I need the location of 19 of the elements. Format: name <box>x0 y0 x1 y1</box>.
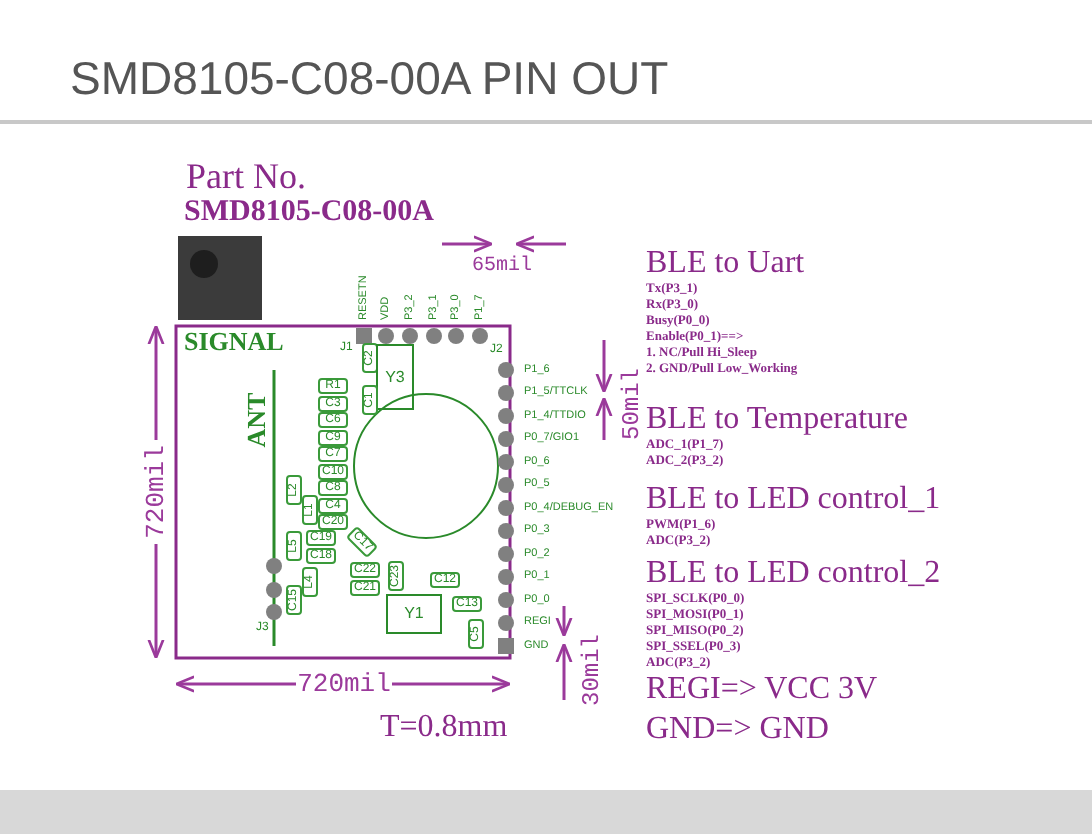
dimension-label: 720mil <box>143 445 169 539</box>
section-heading: REGI=> VCC 3V <box>646 674 878 706</box>
part-number: SMD8105-C08-00A <box>184 198 434 228</box>
section-heading: BLE to Temperature <box>646 404 908 436</box>
section-heading: T=0.8mm <box>380 712 508 744</box>
part-label: Part No. <box>186 158 306 194</box>
section-heading: BLE to Uart <box>646 248 805 280</box>
section-heading: BLE to LED control_1 <box>646 484 941 516</box>
crystal-designator: Y3 <box>376 344 414 410</box>
board-label: ANT <box>243 392 269 448</box>
board-label: SIGNAL <box>184 328 284 354</box>
dimension-label: 720mil <box>297 671 391 697</box>
dimension-label: 50mil <box>620 368 644 440</box>
crystal-designator: Y1 <box>386 594 442 634</box>
section-heading: BLE to LED control_2 <box>646 558 941 590</box>
dimension-label: 30mil <box>580 634 604 706</box>
section-heading: GND=> GND <box>646 714 829 746</box>
dimension-label: 65mil <box>472 258 533 278</box>
page-title: SMD8105-C08-00A PIN OUT <box>70 56 669 102</box>
